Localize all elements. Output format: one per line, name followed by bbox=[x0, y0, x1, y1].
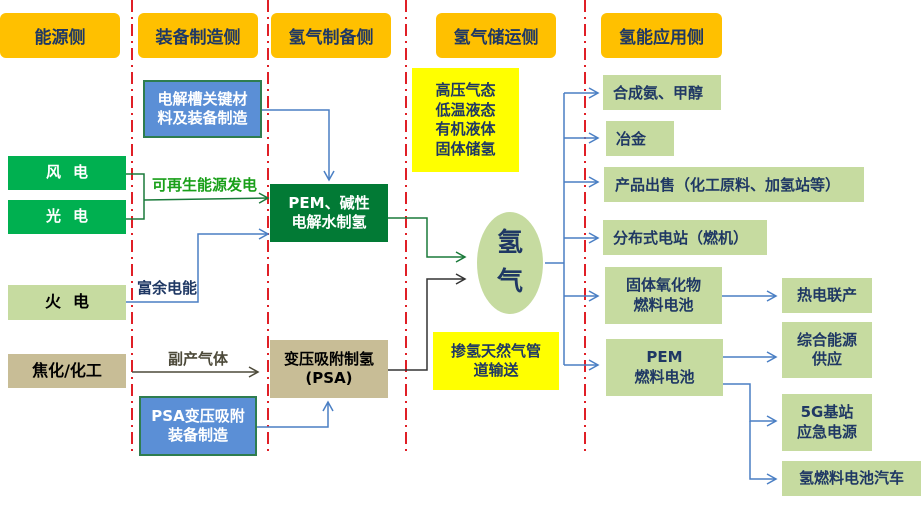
header-application-side: 氢能应用侧 bbox=[601, 13, 722, 58]
psa-equipment-line2: 装备制造 bbox=[167, 426, 228, 444]
surplus-arrow bbox=[126, 228, 270, 303]
wind-power-box: 风电 bbox=[8, 156, 126, 190]
header-production-side: 氢气制备侧 bbox=[271, 13, 391, 58]
electrolysis-production-box: PEM、碱性 电解水制氢 bbox=[270, 184, 388, 242]
thermal-power-box: 火电 bbox=[8, 285, 126, 320]
header-storage-side: 氢气储运侧 bbox=[436, 13, 556, 58]
pipeline-line2: 道输送 bbox=[473, 361, 519, 379]
psa-equipment-arrow bbox=[257, 400, 334, 428]
renewable-power-label: 可再生能源发电 bbox=[152, 176, 258, 194]
arrow-fcv bbox=[749, 421, 778, 485]
app-integrated-energy: 综合能源 供应 bbox=[782, 322, 872, 378]
psa-production-line2: (PSA) bbox=[305, 369, 353, 387]
app-chp: 热电联产 bbox=[782, 278, 872, 313]
storage-method: 高压气态 bbox=[435, 81, 496, 99]
storage-method: 固体储氢 bbox=[435, 139, 496, 158]
solar-power-box: 光电 bbox=[8, 200, 126, 234]
psa-equipment-box: PSA变压吸附 装备制造 bbox=[139, 396, 257, 456]
app-fuel-cell-vehicle: 氢燃料电池汽车 bbox=[782, 461, 921, 496]
sofc-line1: 固体氧化物 bbox=[625, 276, 701, 294]
pipeline-transport-box: 掺氢天然气管 道输送 bbox=[433, 332, 559, 390]
psa-to-hydrogen-arrow bbox=[388, 273, 467, 371]
psa-production-line1: 变压吸附制氢 bbox=[283, 349, 374, 368]
app-product-sales: 产品出售（化工原料、加氢站等） bbox=[604, 167, 864, 202]
base-station-line2: 应急电源 bbox=[796, 422, 857, 441]
pemfc-line2: 燃料电池 bbox=[634, 367, 695, 386]
equipment-arrow bbox=[262, 109, 335, 182]
surplus-power-label: 富余电能 bbox=[137, 279, 198, 297]
integrated-line1: 综合能源 bbox=[796, 330, 857, 349]
coking-chemical-box: 焦化/化工 bbox=[8, 354, 126, 388]
app-pemfc: PEM 燃料电池 bbox=[606, 339, 723, 396]
byproduct-gas-label: 副产气体 bbox=[168, 350, 229, 368]
sofc-line2: 燃料电池 bbox=[633, 295, 694, 314]
psa-equipment-line1: PSA变压吸附 bbox=[151, 406, 245, 425]
electrolyzer-equipment-line2: 料及装备制造 bbox=[157, 109, 248, 127]
renewable-arrow bbox=[143, 192, 270, 204]
header-energy-side: 能源侧 bbox=[0, 13, 120, 58]
psa-production-box: 变压吸附制氢 (PSA) bbox=[270, 340, 388, 398]
electrolyzer-equipment-line1: 电解槽关键材 bbox=[157, 89, 248, 108]
electrolyzer-equipment-box: 电解槽关键材 料及装备制造 bbox=[143, 80, 262, 138]
arrow-5g bbox=[723, 383, 778, 427]
storage-methods-box: 高压气态 低温液态 有机液体 固体储氢 bbox=[412, 68, 519, 172]
app-ammonia-methanol: 合成氨、甲醇 bbox=[603, 75, 721, 110]
pemfc-line1: PEM bbox=[646, 348, 683, 366]
pipeline-line1: 掺氢天然气管 bbox=[450, 341, 541, 360]
app-5g-base-station: 5G基站 应急电源 bbox=[782, 394, 872, 451]
integrated-line2: 供应 bbox=[811, 350, 842, 368]
electrolysis-line2: 电解水制氢 bbox=[291, 213, 367, 231]
electrolysis-line1: PEM、碱性 bbox=[288, 193, 370, 212]
header-equipment-side: 装备制造侧 bbox=[138, 13, 258, 58]
app-metallurgy: 冶金 bbox=[606, 121, 674, 156]
app-sofc: 固体氧化物 燃料电池 bbox=[605, 267, 722, 324]
storage-method: 低温液态 bbox=[435, 100, 496, 119]
hydrogen-char-1: 氢 bbox=[496, 228, 523, 258]
hydrogen-char-2: 气 bbox=[496, 267, 523, 297]
electrolysis-to-hydrogen-arrow bbox=[388, 217, 467, 263]
storage-method: 有机液体 bbox=[435, 120, 496, 138]
app-distributed-power: 分布式电站（燃机） bbox=[603, 220, 767, 255]
hydrogen-node: 氢 气 bbox=[477, 212, 543, 314]
renewable-bracket bbox=[126, 173, 145, 220]
base-station-line1: 5G基站 bbox=[800, 403, 854, 421]
